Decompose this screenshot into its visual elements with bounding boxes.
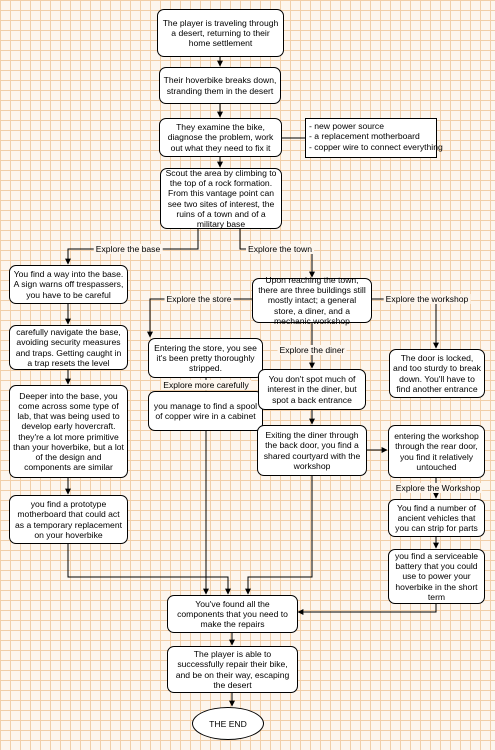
node-base-way: You find a way into the base. A sign war… xyxy=(9,265,128,304)
node-workshop-locked: The door is locked, and too sturdy to br… xyxy=(389,349,485,398)
note-item-power: - new power source xyxy=(309,121,384,131)
note-item-wire: - copper wire to connect everything xyxy=(309,141,443,152)
edge-town-workshop xyxy=(372,298,439,349)
edge-label-explore-base: Explore the base xyxy=(93,244,163,254)
node-battery: you find a serviceable battery that you … xyxy=(388,549,485,604)
node-examine: They examine the bike, diagnose the prob… xyxy=(159,118,282,157)
node-base-mobo: you find a prototype motherboard that co… xyxy=(9,495,128,544)
edge-label-explore-more: Explore more carefully xyxy=(161,380,251,390)
node-end: THE END xyxy=(192,707,264,740)
node-store-wire: you manage to find a spool of copper wir… xyxy=(148,391,263,431)
node-repair: The player is able to successfully repai… xyxy=(167,646,298,693)
node-store-enter: Entering the store, you see it's been pr… xyxy=(148,338,263,378)
node-found-all: You've found all the components that you… xyxy=(167,595,298,633)
edge-label-explore-diner: Explore the diner xyxy=(277,345,347,355)
edge-mobo-found xyxy=(67,544,231,595)
edge-label-explore-workshop-2: Explore the Workshop xyxy=(393,483,483,493)
edge-town-store xyxy=(147,298,252,338)
edge-label-explore-store: Explore the store xyxy=(164,294,234,304)
edge-label-explore-workshop: Explore the workshop xyxy=(383,294,471,304)
node-diner-enter: You don't spot much of interest in the d… xyxy=(258,369,366,410)
node-vehicles: You find a number of ancient vehicles th… xyxy=(388,499,485,537)
node-diner-exit: Exiting the diner through the back door,… xyxy=(257,425,367,476)
edge-battery-found xyxy=(297,604,437,615)
node-town: Upon reaching the town, there are three … xyxy=(252,275,372,326)
edge-label-explore-town: Explore the town xyxy=(245,244,315,254)
node-scout: Scout the area by climbing to the top of… xyxy=(160,168,282,229)
node-start: The player is traveling through a desert… xyxy=(157,9,284,57)
node-base-nav: carefully navigate the base, avoiding se… xyxy=(9,325,128,370)
note-item-motherboard: - a replacement motherboard xyxy=(309,131,420,142)
node-breakdown: Their hoverbike breaks down, stranding t… xyxy=(159,67,281,104)
node-workshop-rear: entering the workshop through the rear d… xyxy=(388,425,485,478)
node-base-lab: Deeper into the base, you come across so… xyxy=(9,385,128,478)
edge-diner-found xyxy=(245,476,313,595)
requirements-note: - new power source - a replacement mothe… xyxy=(305,118,443,158)
